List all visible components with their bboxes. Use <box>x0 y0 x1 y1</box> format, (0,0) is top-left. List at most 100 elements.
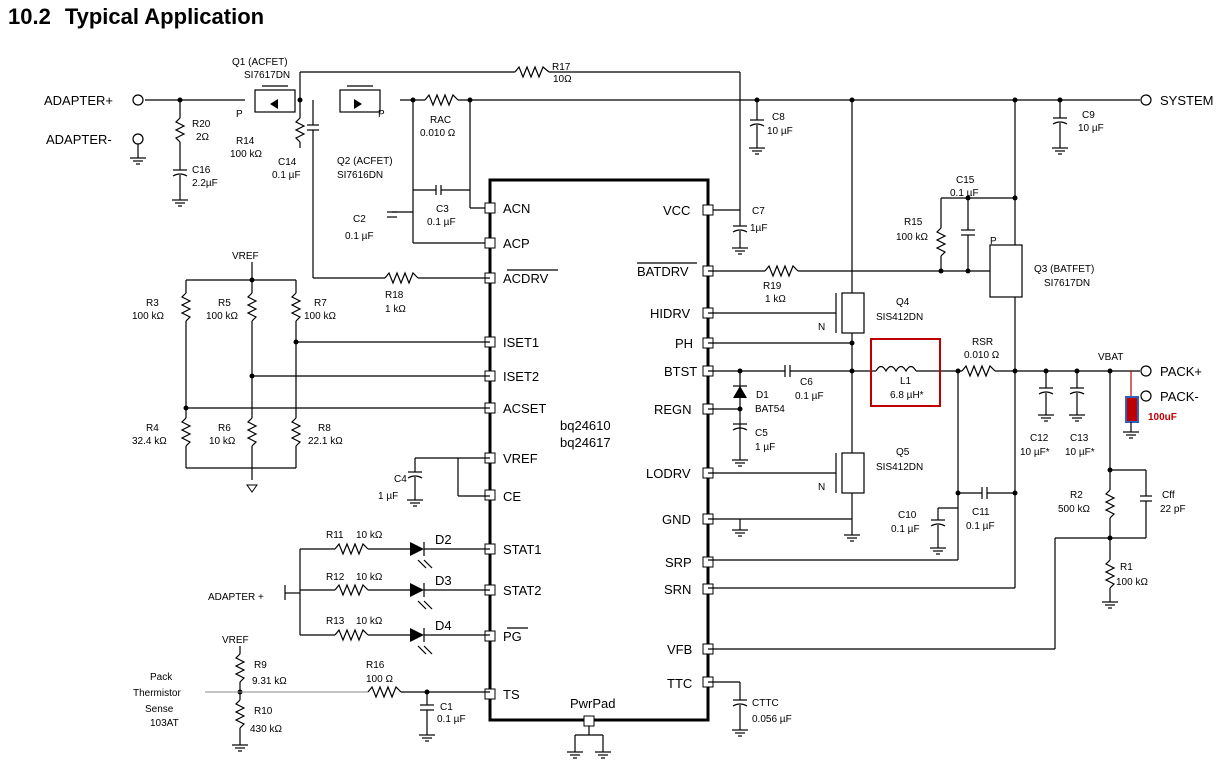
svg-text:500 kΩ: 500 kΩ <box>1058 504 1090 515</box>
svg-text:10 µF: 10 µF <box>767 126 793 137</box>
svg-text:GND: GND <box>662 512 691 527</box>
svg-text:C13: C13 <box>1070 433 1089 444</box>
ic-name-2: bq24617 <box>560 435 611 450</box>
section-number: 10.2 <box>8 4 51 29</box>
svg-text:REGN: REGN <box>654 402 692 417</box>
svg-text:0.1 µF: 0.1 µF <box>966 521 995 532</box>
ic-left-pins: ACN ACP ACDRV ISET1 ISET2 ACSET VREF CE … <box>484 201 558 702</box>
adapter-neg-terminal <box>132 133 144 145</box>
svg-text:SI7617DN: SI7617DN <box>244 70 290 81</box>
svg-text:VREF: VREF <box>503 451 538 466</box>
svg-text:RAC: RAC <box>430 115 451 126</box>
svg-text:R9: R9 <box>254 660 267 671</box>
svg-text:R3: R3 <box>146 298 159 309</box>
svg-text:0.010 Ω: 0.010 Ω <box>420 128 456 139</box>
svg-text:PH: PH <box>675 336 693 351</box>
svg-text:Q5: Q5 <box>896 447 910 458</box>
svg-text:10 kΩ: 10 kΩ <box>209 436 236 447</box>
svg-text:L1: L1 <box>900 376 912 387</box>
svg-text:0.1 µF: 0.1 µF <box>427 217 456 228</box>
added-100uf-cap <box>1125 396 1139 423</box>
svg-text:ACSET: ACSET <box>503 401 546 416</box>
svg-text:C2: C2 <box>353 214 366 225</box>
svg-text:1 kΩ: 1 kΩ <box>765 294 786 305</box>
adapter-pos-terminal <box>132 94 144 106</box>
svg-text:2.2µF: 2.2µF <box>192 178 218 189</box>
svg-text:SIS412DN: SIS412DN <box>876 312 923 323</box>
svg-text:C9: C9 <box>1082 110 1095 121</box>
svg-text:ACP: ACP <box>503 236 530 251</box>
svg-text:1 µF: 1 µF <box>755 442 775 453</box>
r18: R18 1 kΩ <box>384 271 490 315</box>
svg-text:P: P <box>990 236 997 247</box>
svg-text:ACDRV: ACDRV <box>503 271 549 286</box>
svg-text:VFB: VFB <box>667 642 692 657</box>
svg-text:100 kΩ: 100 kΩ <box>206 311 238 322</box>
svg-text:R16: R16 <box>366 660 385 671</box>
svg-text:VCC: VCC <box>663 203 690 218</box>
pwrpad-label: PwrPad <box>570 696 616 711</box>
added-cap-label: 100uF <box>1148 412 1177 423</box>
pack-neg-label: PACK- <box>1160 389 1199 404</box>
top-rail-wires <box>145 71 1140 211</box>
svg-text:1µF: 1µF <box>750 223 767 234</box>
svg-text:C7: C7 <box>752 206 765 217</box>
svg-text:BAT54: BAT54 <box>755 404 785 415</box>
svg-text:0.056 µF: 0.056 µF <box>752 714 792 725</box>
svg-text:D3: D3 <box>435 573 452 588</box>
svg-text:10 µF*: 10 µF* <box>1065 447 1095 458</box>
svg-text:100 Ω: 100 Ω <box>366 674 393 685</box>
svg-text:P: P <box>378 109 385 120</box>
svg-text:TS: TS <box>503 687 520 702</box>
pack-pos-terminal <box>1140 365 1152 377</box>
system-label: SYSTEM <box>1160 93 1213 108</box>
system-terminal <box>1140 94 1152 106</box>
svg-text:SI7617DN: SI7617DN <box>1044 278 1090 289</box>
svg-text:RSR: RSR <box>972 337 993 348</box>
svg-text:C11: C11 <box>972 507 990 518</box>
svg-text:P: P <box>236 109 243 120</box>
svg-text:ISET1: ISET1 <box>503 335 539 350</box>
svg-text:22.1 kΩ: 22.1 kΩ <box>308 436 343 447</box>
svg-text:PG: PG <box>503 629 522 644</box>
svg-text:Q3 (BATFET): Q3 (BATFET) <box>1034 264 1094 275</box>
svg-text:22 pF: 22 pF <box>1160 504 1186 515</box>
svg-text:10 µF*: 10 µF* <box>1020 447 1050 458</box>
svg-text:1 µF: 1 µF <box>378 491 398 502</box>
svg-text:LODRV: LODRV <box>646 466 691 481</box>
svg-text:R18: R18 <box>385 290 404 301</box>
vref-bottom-label: VREF <box>222 635 249 646</box>
svg-text:32.4 kΩ: 32.4 kΩ <box>132 436 167 447</box>
svg-text:C14: C14 <box>278 157 297 168</box>
svg-text:100 kΩ: 100 kΩ <box>132 311 164 322</box>
q1-acfet: P Q1 (ACFET)SI7617DN <box>232 57 296 120</box>
svg-text:R13: R13 <box>326 616 345 627</box>
svg-text:0.1 µF: 0.1 µF <box>950 188 979 199</box>
svg-text:Q2 (ACFET): Q2 (ACFET) <box>337 156 393 167</box>
svg-text:C3: C3 <box>436 204 449 215</box>
svg-text:R8: R8 <box>318 423 331 434</box>
svg-text:100 kΩ: 100 kΩ <box>1116 577 1148 588</box>
svg-text:1 kΩ: 1 kΩ <box>385 304 406 315</box>
svg-text:D2: D2 <box>435 532 452 547</box>
q2-acfet: P Q2 (ACFET)SI7616DN <box>337 85 393 181</box>
svg-text:TTC: TTC <box>667 676 692 691</box>
svg-text:C16: C16 <box>192 165 211 176</box>
svg-text:R4: R4 <box>146 423 159 434</box>
svg-text:BTST: BTST <box>664 364 697 379</box>
svg-text:0.010 Ω: 0.010 Ω <box>964 350 1000 361</box>
svg-text:2Ω: 2Ω <box>196 132 210 143</box>
svg-text:D1: D1 <box>756 390 769 401</box>
